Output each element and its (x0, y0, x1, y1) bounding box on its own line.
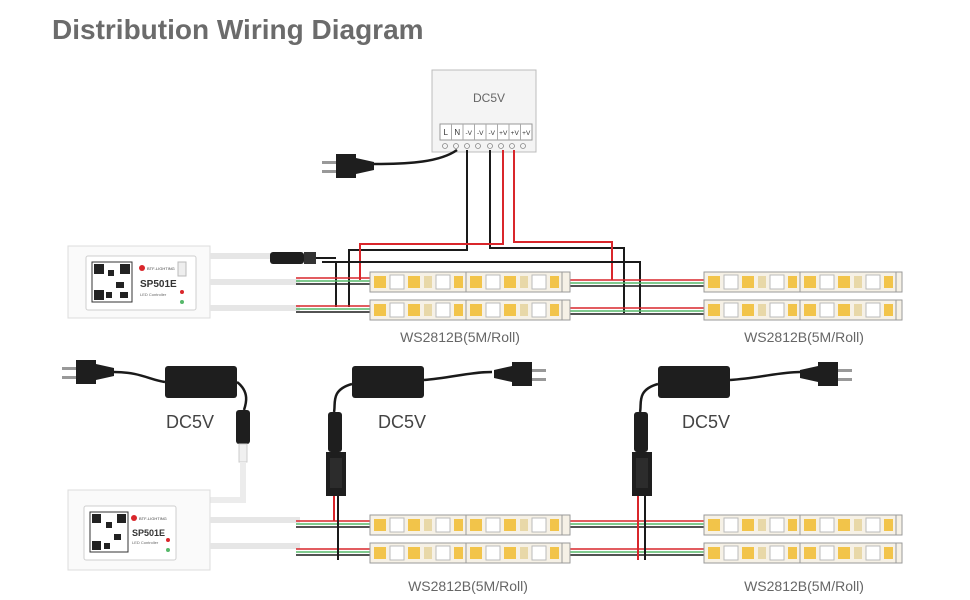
controller-model: SP501E (140, 279, 177, 290)
controller-bottom: BTF-LIGHTING SP501E LED Controller (67, 489, 300, 571)
strip-label-bottom-right: WS2812B(5M/Roll) (744, 578, 864, 594)
led-strip-top-right-lower (703, 299, 903, 321)
psu-terminal-label: -V (466, 130, 473, 137)
adapter-3-label: DC5V (682, 412, 730, 432)
controller-brand: BTF-LIGHTING (147, 266, 175, 271)
page-title: Distribution Wiring Diagram (52, 14, 424, 45)
controller-bottom-brand: BTF-LIGHTING (139, 516, 167, 521)
adapter-2-label: DC5V (378, 412, 426, 432)
led-strip-top-left-lower (369, 299, 571, 321)
controller-subtitle: LED Controller (140, 292, 167, 297)
dc-jack-top (270, 252, 336, 264)
psu-terminal-label: N (454, 128, 460, 137)
led-strip-bottom-left-upper (369, 514, 571, 536)
psu-terminal-label: -V (489, 130, 496, 137)
controller-bottom-model: SP501E (132, 528, 165, 538)
controller-top: BTF-LIGHTING SP501E LED Controller (67, 245, 300, 319)
bottom-strip-wires (296, 496, 706, 560)
power-adapter-2: DC5V (326, 362, 546, 496)
strip-label-top-left: WS2812B(5M/Roll) (400, 329, 520, 345)
power-adapter-1: DC5V (62, 360, 250, 503)
top-strip-signal-wires (296, 277, 706, 315)
strip-label-bottom-left: WS2812B(5M/Roll) (408, 578, 528, 594)
led-strip-bottom-right-lower (703, 542, 903, 564)
adapter-1-label: DC5V (166, 412, 214, 432)
controller-bottom-subtitle: LED Controller (132, 540, 159, 545)
psu-voltage-label: DC5V (473, 91, 505, 105)
led-strip-bottom-left-lower (369, 542, 571, 564)
led-strip-top-left-upper (369, 271, 571, 293)
psu-terminal-label: -V (477, 130, 484, 137)
led-strip-bottom-right-upper (703, 514, 903, 536)
strip-label-top-right: WS2812B(5M/Roll) (744, 329, 864, 345)
led-strip-top-right-upper (703, 271, 903, 293)
power-adapter-3: DC5V (632, 362, 852, 496)
psu-terminal-label: +V (522, 130, 531, 137)
ac-plug-main (322, 148, 458, 178)
psu-terminal-label: +V (499, 130, 508, 137)
psu-terminal-label: L (444, 128, 449, 137)
psu-terminal-label: +V (511, 130, 520, 137)
